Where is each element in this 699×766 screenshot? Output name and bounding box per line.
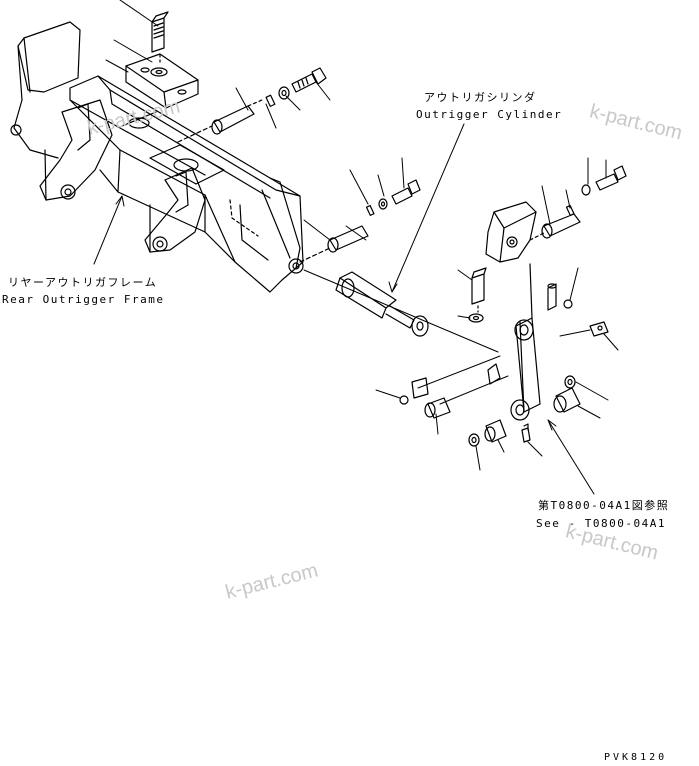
right-bracket <box>485 201 537 263</box>
pin-bracket-plate <box>487 363 501 385</box>
right-collar <box>564 375 576 389</box>
lower-bushing <box>484 419 507 443</box>
rear-washer <box>378 198 388 210</box>
right-bolt <box>595 165 627 191</box>
upper-bushing <box>547 283 557 311</box>
lower-pin <box>424 397 451 419</box>
right-washer <box>581 184 591 196</box>
cylinder-axis <box>303 269 499 353</box>
leader-lines <box>93 0 619 495</box>
frame-label-jp: リヤーアウトリガフレーム <box>8 276 158 289</box>
cover-plate <box>125 53 199 109</box>
upper-nut <box>563 299 573 309</box>
cylinder-label-en: Outrigger Cylinder <box>416 108 563 121</box>
lower-collar <box>468 433 480 447</box>
rear-outrigger-frame <box>10 21 304 293</box>
front-snap-pin <box>265 94 276 107</box>
rear-snap-pin <box>365 204 375 216</box>
outrigger-cylinder <box>335 271 429 337</box>
link-washer <box>468 313 484 323</box>
rear-pin <box>327 225 369 253</box>
right-pin <box>541 213 581 239</box>
right-snap-pin <box>565 204 575 216</box>
lower-bushing-left <box>411 377 429 399</box>
rear-bolt <box>391 179 421 205</box>
right-bushing <box>553 387 581 413</box>
link-arm <box>510 263 541 421</box>
drawing-code: PVK8120 <box>604 752 668 763</box>
cylinder-label-jp: アウトリガシリンダ <box>424 91 537 104</box>
front-washer <box>278 86 290 100</box>
top-bolt <box>151 11 169 53</box>
grease-fitting-right <box>589 321 609 337</box>
link-bolt <box>471 267 487 305</box>
reference-label-jp: 第T0800-04A1図参照 <box>538 499 670 512</box>
front-pin <box>211 99 263 135</box>
lower-nut-left <box>399 395 409 405</box>
top-washer <box>150 67 168 77</box>
grease-fitting-lower <box>521 423 531 443</box>
frame-label-en: Rear Outrigger Frame <box>2 293 165 306</box>
reference-label-en: See - T0800-04A1 <box>536 517 666 530</box>
